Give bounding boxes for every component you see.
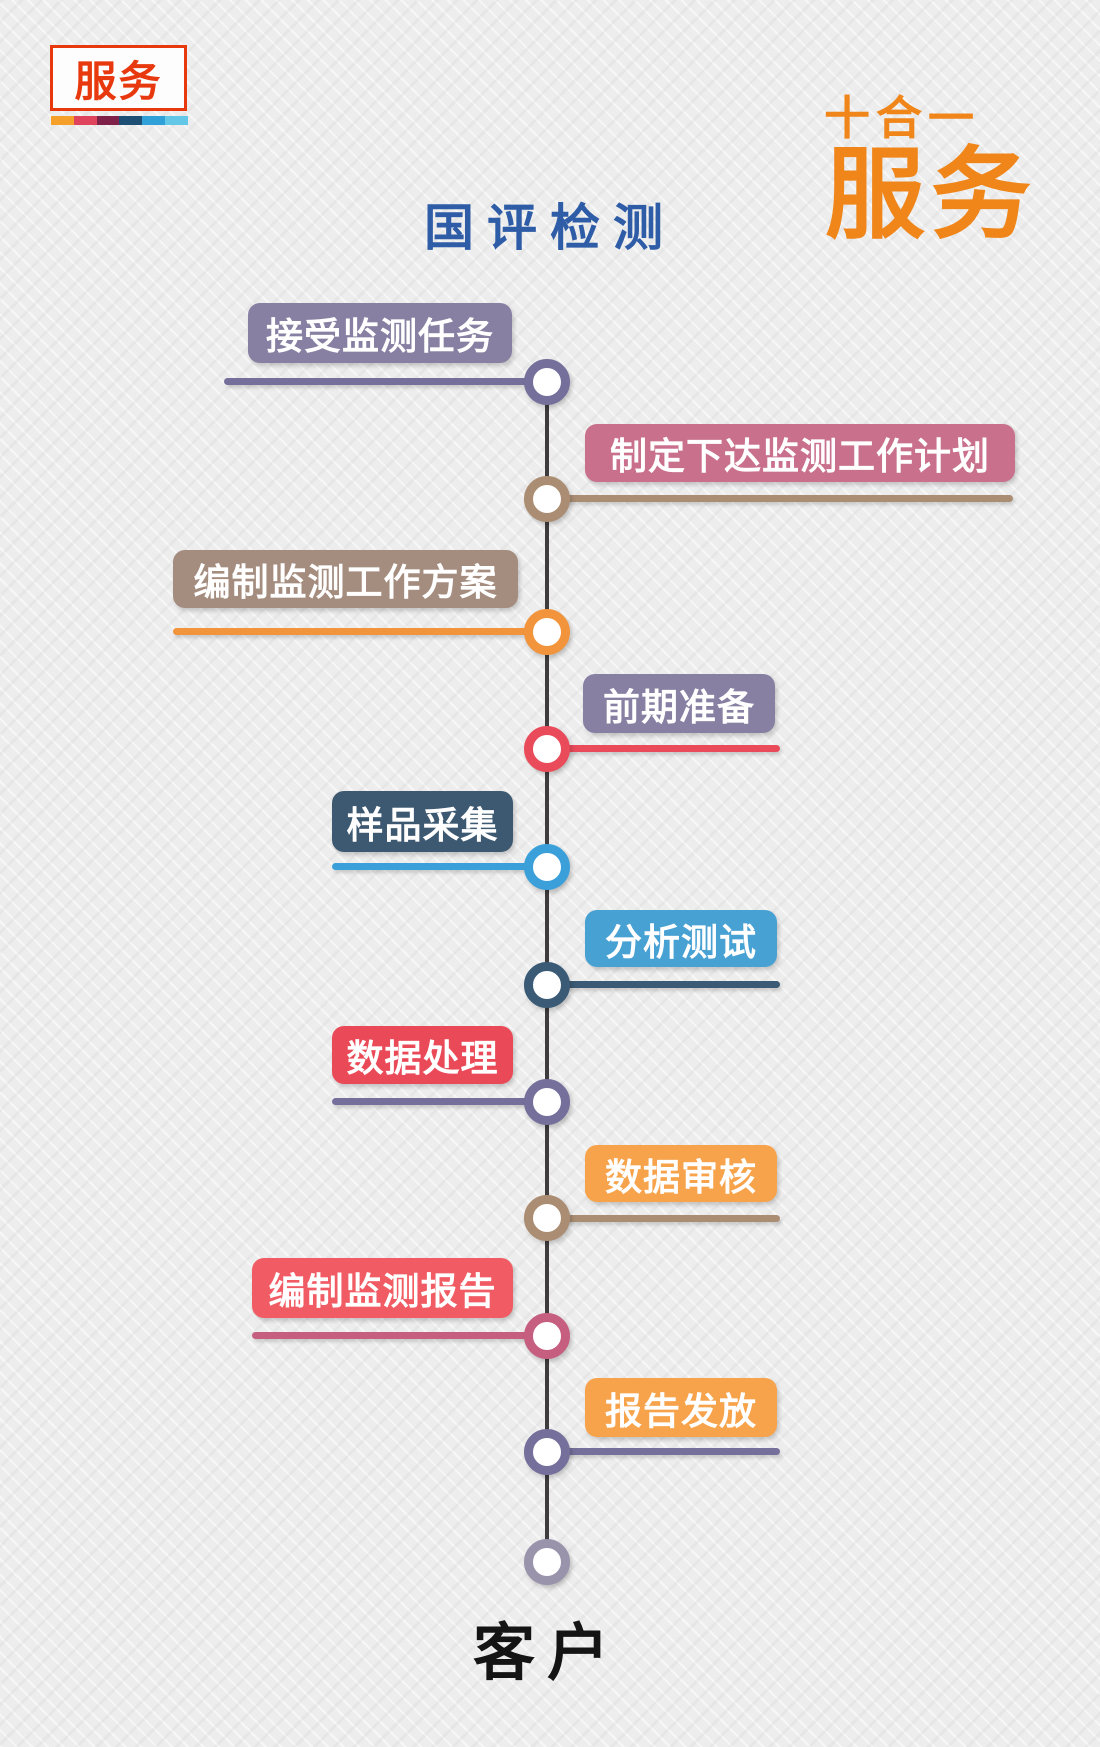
badge-color-stripe [51,116,188,125]
stripe-segment-orange [51,116,74,125]
step-connector-line [252,1332,547,1339]
step-connector-line [547,1448,780,1455]
service-brand-text: 服务 [825,139,1037,251]
timeline-end-node-circle [524,1539,570,1585]
step-connector-line [547,981,780,988]
step-node-circle [524,726,570,772]
step-node-circle [524,476,570,522]
step-connector-line [547,1215,780,1222]
stripe-segment-navy [119,116,143,125]
stripe-segment-maroon [96,116,120,125]
step-node-circle [524,359,570,405]
step-node-circle [524,609,570,655]
step-connector-line [332,1098,547,1105]
step-connector-line [547,745,780,752]
stripe-segment-blue [142,116,166,125]
step-connector-line [332,863,547,870]
stripe-segment-cyan [165,116,188,125]
step-label-work-scheme: 编制监测工作方案 [173,550,518,608]
step-label-data-review: 数据审核 [585,1145,777,1202]
step-connector-line [173,628,547,635]
page-title: 国评检测 [424,200,676,256]
step-label-data-processing: 数据处理 [332,1026,513,1084]
step-node-circle [524,1079,570,1125]
ten-in-one-tagline: 十合一 [824,92,980,144]
step-label-report-issue: 报告发放 [585,1378,777,1437]
step-node-circle [524,1313,570,1359]
step-connector-line [547,495,1013,502]
step-node-circle [524,1429,570,1475]
step-label-report-compile: 编制监测报告 [252,1258,513,1318]
step-node-circle [524,962,570,1008]
step-label-preparation: 前期准备 [583,674,775,733]
customer-label: 客户 [472,1619,621,1688]
step-label-make-plan: 制定下达监测工作计划 [585,424,1015,482]
step-connector-line [224,378,547,385]
step-node-circle [524,844,570,890]
step-label-sampling: 样品采集 [332,791,513,852]
step-label-analysis-test: 分析测试 [585,910,777,967]
service-badge: 服务 [50,45,187,111]
step-node-circle [524,1195,570,1241]
step-label-accept-task: 接受监测任务 [248,303,512,363]
stripe-segment-red [73,116,97,125]
